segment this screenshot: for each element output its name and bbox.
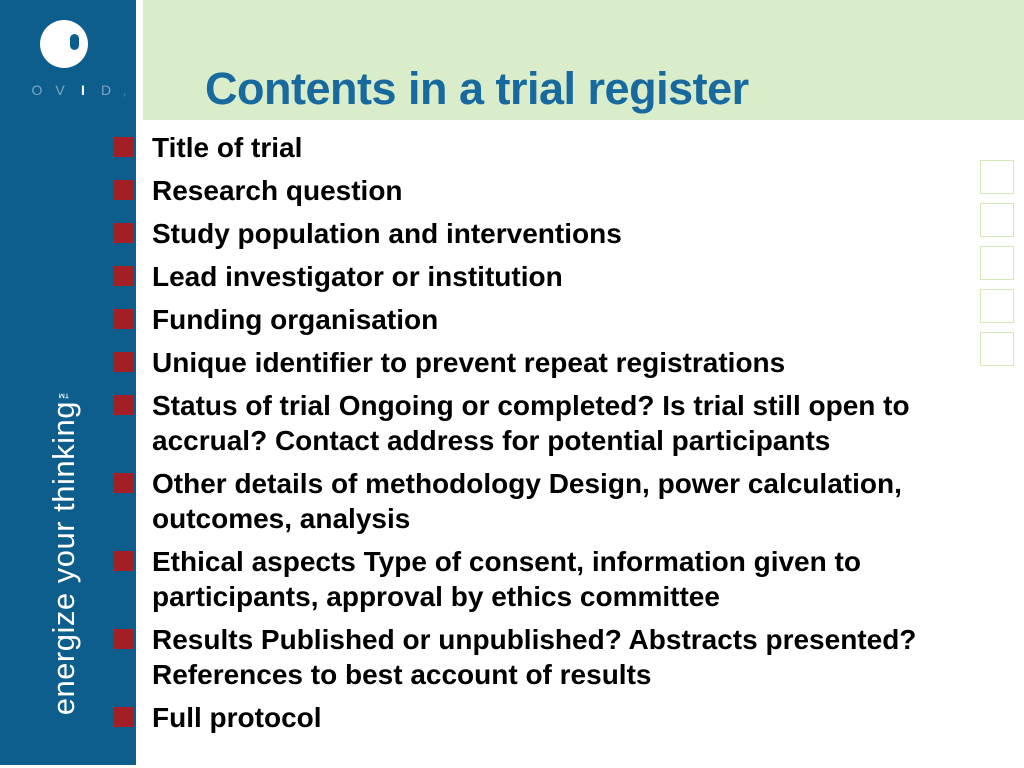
placeholder-box: [980, 289, 1014, 323]
list-item-text: Study population and interventions: [152, 218, 622, 249]
brand-mark: ,: [123, 84, 127, 98]
bullet-square-icon: [114, 223, 134, 243]
list-item-text: Ethical aspects Type of consent, informa…: [152, 546, 861, 612]
list-item: Ethical aspects Type of consent, informa…: [114, 544, 980, 614]
list-item-text: Research question: [152, 175, 403, 206]
list-item: Unique identifier to prevent repeat regi…: [114, 345, 980, 380]
list-item: Lead investigator or institution: [114, 259, 980, 294]
placeholder-box: [980, 160, 1014, 194]
placeholder-box: [980, 203, 1014, 237]
brand-letter: O: [31, 82, 43, 98]
slide-body: Title of trial Research question Study p…: [114, 130, 980, 743]
bullet-square-icon: [114, 395, 134, 415]
bullet-square-icon: [114, 707, 134, 727]
list-item-text: Full protocol: [152, 702, 322, 733]
placeholder-box: [980, 332, 1014, 366]
placeholder-box: [980, 246, 1014, 280]
title-banner: Contents in a trial register: [143, 0, 1024, 120]
list-item-text: Other details of methodology Design, pow…: [152, 468, 902, 534]
brand-letter: D: [100, 82, 112, 98]
bullet-square-icon: [114, 551, 134, 571]
trademark-symbol: ™: [57, 386, 71, 401]
list-item: Title of trial: [114, 130, 980, 165]
list-item: Funding organisation: [114, 302, 980, 337]
bullet-square-icon: [114, 352, 134, 372]
logo-notch-icon: [70, 34, 79, 50]
brand-letter: I: [81, 82, 85, 98]
list-item-text: Status of trial Ongoing or completed? Is…: [152, 390, 910, 456]
list-item-text: Title of trial: [152, 132, 303, 163]
list-item-text: Results Published or unpublished? Abstra…: [152, 624, 917, 690]
bullet-square-icon: [114, 473, 134, 493]
list-item-text: Unique identifier to prevent repeat regi…: [152, 347, 786, 378]
list-item: Study population and interventions: [114, 216, 980, 251]
bullet-square-icon: [114, 309, 134, 329]
list-item: Full protocol: [114, 700, 980, 735]
list-item: Status of trial Ongoing or completed? Is…: [114, 388, 980, 458]
list-item: Other details of methodology Design, pow…: [114, 466, 980, 536]
brand-tagline: energize your thinking™: [46, 387, 82, 715]
bullet-square-icon: [114, 137, 134, 157]
bullet-square-icon: [114, 180, 134, 200]
tagline-text: energize your thinking: [46, 400, 81, 715]
bullet-square-icon: [114, 266, 134, 286]
slide-title: Contents in a trial register: [205, 63, 749, 115]
list-item-text: Funding organisation: [152, 304, 439, 335]
brand-letter: V: [55, 82, 65, 98]
bullet-square-icon: [114, 629, 134, 649]
brand-sidebar: O V I D , energize your thinking™: [0, 0, 136, 765]
list-item: Research question: [114, 173, 980, 208]
list-item: Results Published or unpublished? Abstra…: [114, 622, 980, 692]
ovid-logo-icon: [40, 20, 88, 68]
bullet-list: Title of trial Research question Study p…: [114, 130, 980, 735]
brand-wordmark: O V I D ,: [0, 82, 136, 98]
list-item-text: Lead investigator or institution: [152, 261, 563, 292]
